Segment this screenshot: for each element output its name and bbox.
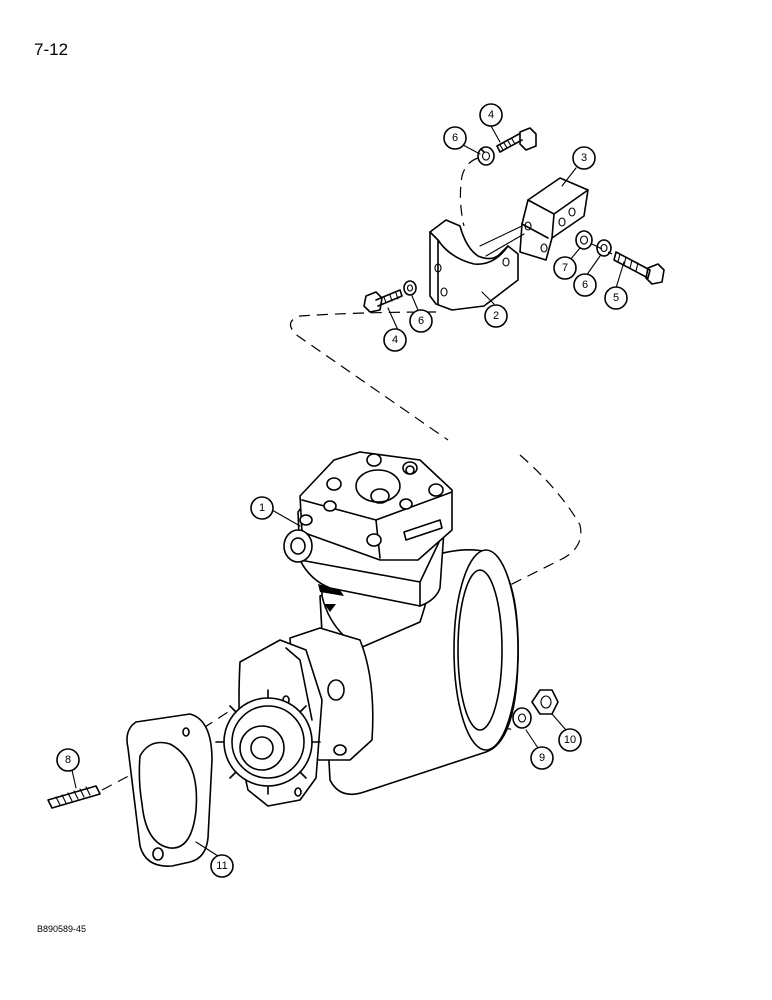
lockwasher-right bbox=[596, 239, 612, 257]
callout-8: 8 bbox=[56, 748, 80, 772]
callout-1: 1 bbox=[250, 496, 274, 520]
stud bbox=[47, 785, 101, 809]
capscrew-long bbox=[591, 243, 665, 285]
mounting-bracket bbox=[429, 219, 519, 311]
lockwasher-left bbox=[403, 280, 417, 296]
callout-9: 9 bbox=[530, 746, 554, 770]
callout-label: 6 bbox=[418, 315, 424, 327]
callout-label: 11 bbox=[216, 860, 227, 872]
callout-3: 3 bbox=[572, 146, 596, 170]
air-compressor bbox=[215, 451, 519, 807]
flat-washer-nut bbox=[512, 707, 532, 729]
callout-label: 3 bbox=[581, 152, 587, 164]
callout-label: 8 bbox=[65, 754, 71, 766]
callout-label: 9 bbox=[539, 752, 545, 764]
mounting-block bbox=[479, 177, 589, 261]
callout-10: 10 bbox=[558, 728, 582, 752]
hex-nut bbox=[531, 689, 559, 715]
page-number: 7-12 bbox=[34, 40, 69, 59]
callout-5: 5 bbox=[604, 286, 628, 310]
callout-2: 2 bbox=[484, 304, 508, 328]
callout-6-left: 6 bbox=[409, 309, 433, 333]
leader-lines bbox=[71, 125, 625, 857]
callout-label: 5 bbox=[613, 292, 619, 304]
figure-code: B890589-45 bbox=[37, 924, 87, 934]
callout-label: 6 bbox=[452, 132, 458, 144]
callout-label: 6 bbox=[582, 279, 588, 291]
capscrew-left bbox=[363, 289, 403, 313]
gasket bbox=[126, 713, 213, 867]
callout-4-left: 4 bbox=[383, 328, 407, 352]
callout-6-top: 6 bbox=[443, 126, 467, 150]
callout-label: 4 bbox=[488, 109, 494, 121]
lockwasher-top bbox=[477, 146, 495, 166]
callout-11: 11 bbox=[210, 854, 234, 878]
assembly-path-bracket bbox=[289, 157, 582, 591]
callout-6-right: 6 bbox=[573, 273, 597, 297]
callout-label: 10 bbox=[564, 734, 576, 746]
callout-7: 7 bbox=[553, 256, 577, 280]
callout-4-top: 4 bbox=[479, 103, 503, 127]
flat-washer bbox=[575, 230, 593, 250]
callout-label: 2 bbox=[493, 310, 499, 322]
callout-label: 4 bbox=[392, 334, 398, 346]
callout-label: 7 bbox=[562, 262, 568, 274]
callout-label: 1 bbox=[259, 502, 265, 514]
capscrew-top bbox=[496, 127, 537, 153]
